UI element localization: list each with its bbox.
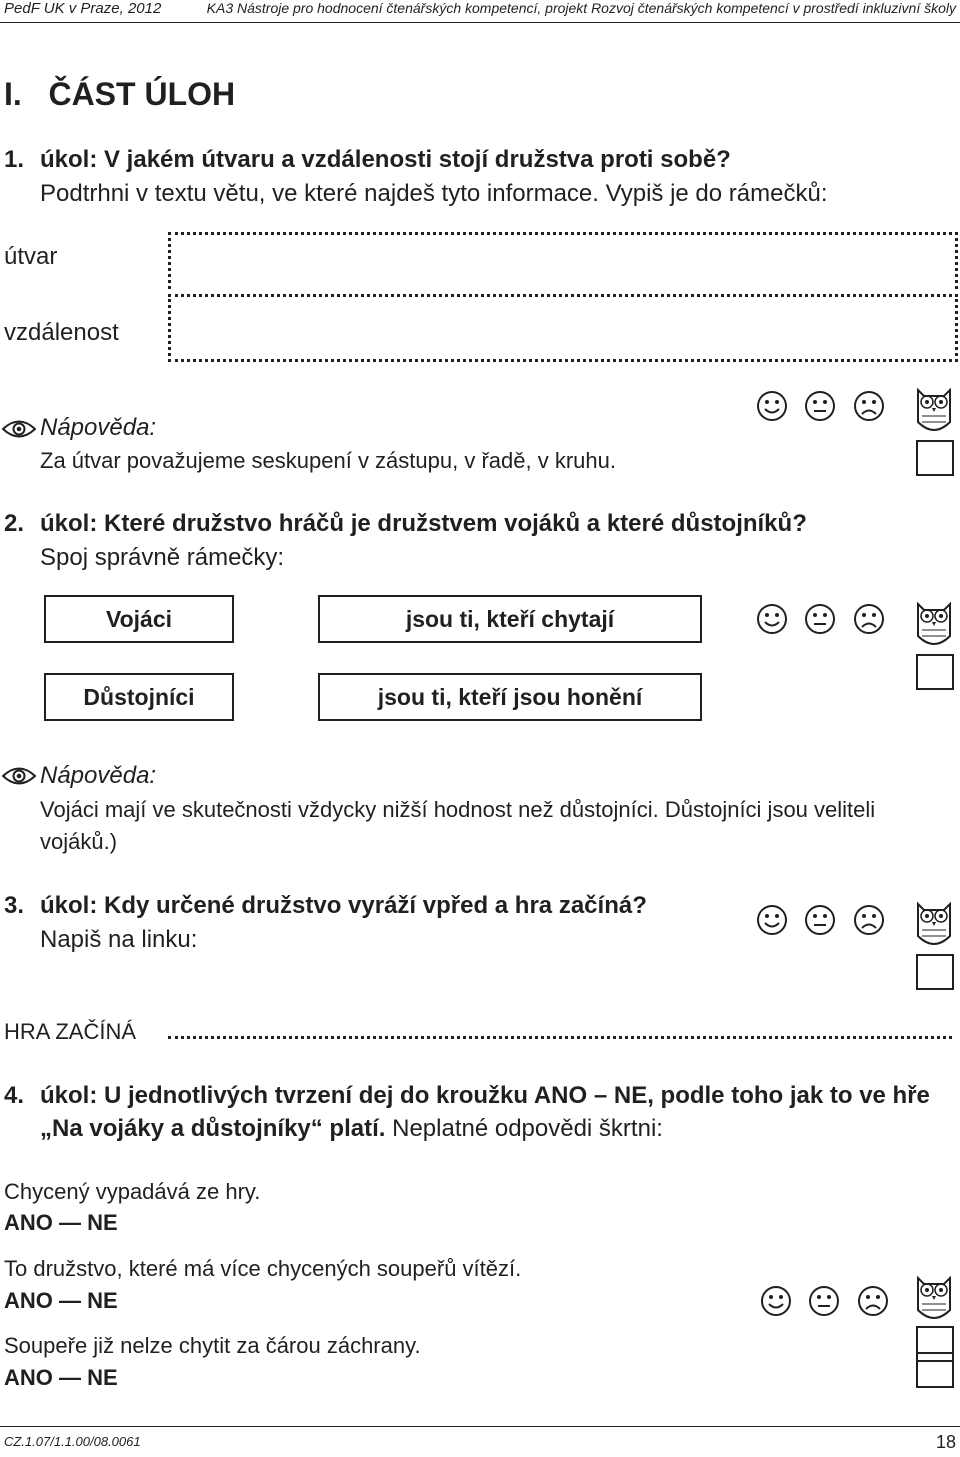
box-soldiers[interactable]: Vojáci (44, 595, 234, 643)
header-left: PedF UK v Praze, 2012 (4, 0, 162, 17)
task2-title: úkol: Které družstvo hráčů je družstvem … (40, 510, 807, 537)
statement-text: Soupeře již nelze chytit za čárou záchra… (4, 1333, 421, 1358)
statement-answer[interactable]: ANO — NE (4, 1210, 118, 1235)
hint1-text: Za útvar považujeme seskupení v zástupu,… (40, 448, 616, 473)
smiley-neutral-icon[interactable] (804, 390, 836, 422)
task2-number: 2. (4, 510, 25, 537)
label-distance: vzdálenost (4, 319, 119, 346)
smiley-neutral-icon[interactable] (808, 1285, 840, 1317)
hint2-label: Nápověda: (40, 762, 157, 789)
smiley-happy-icon[interactable] (756, 603, 788, 635)
header-right: KA3 Nástroje pro hodnocení čtenářských k… (206, 0, 956, 16)
smiley-sad-icon[interactable] (853, 904, 885, 936)
task3-number: 3. (4, 892, 25, 919)
hint2-line1: Vojáci mají ve skutečnosti vždycky nižší… (40, 797, 876, 822)
smiley-happy-icon[interactable] (756, 904, 788, 936)
task1-title: úkol: V jakém útvaru a vzdálenosti stojí… (40, 146, 731, 173)
section-title: I. ČÁST ÚLOH (4, 76, 236, 112)
hint2-line2: vojáků.) (40, 829, 118, 854)
owl-icon (917, 387, 951, 431)
eye-icon (1, 418, 37, 445)
task1-instruction: Podtrhni v textu větu, ve které najdeš t… (40, 180, 828, 207)
task2-instruction: Spoj správně rámečky: (40, 544, 285, 571)
statement-answer[interactable]: ANO — NE (4, 1365, 118, 1390)
label-formation: útvar (4, 243, 58, 270)
task3-answer-line[interactable] (168, 1036, 952, 1039)
evaluation-faces (756, 904, 885, 941)
box-catchers[interactable]: jsou ti, kteří chytají (318, 595, 702, 643)
task4-instruction: Neplatné odpovědi škrtni: (385, 1115, 663, 1142)
task3-prefix: HRA ZAČÍNÁ (4, 1019, 137, 1044)
evaluation-faces (756, 603, 885, 640)
footer-code: CZ.1.07/1.1.00/08.0061 (4, 1434, 141, 1449)
distance-answer-box[interactable] (168, 294, 958, 362)
smiley-neutral-icon[interactable] (804, 904, 836, 936)
evaluation-checkbox[interactable] (916, 1326, 954, 1362)
task3-title: úkol: Kdy určené družstvo vyráží vpřed a… (40, 892, 647, 919)
smiley-happy-icon[interactable] (760, 1285, 792, 1317)
smiley-neutral-icon[interactable] (804, 603, 836, 635)
task3-instruction: Napiš na linku: (40, 926, 198, 953)
hint1-label: Nápověda: (40, 414, 157, 441)
owl-icon (917, 601, 951, 645)
statement-text: Chycený vypadává ze hry. (4, 1179, 261, 1204)
evaluation-checkbox[interactable] (916, 954, 954, 990)
page-number: 18 (935, 1432, 956, 1452)
evaluation-faces (760, 1285, 889, 1322)
evaluation-checkbox[interactable] (916, 1352, 954, 1388)
footer-divider (0, 1426, 960, 1427)
eye-icon (1, 765, 37, 792)
smiley-sad-icon[interactable] (853, 603, 885, 635)
task4-number: 4. (4, 1082, 25, 1109)
evaluation-checkbox[interactable] (916, 440, 954, 476)
task4-title-line1: úkol: U jednotlivých tvrzení dej do krou… (40, 1082, 930, 1109)
smiley-sad-icon[interactable] (857, 1285, 889, 1317)
statement-answer[interactable]: ANO — NE (4, 1288, 118, 1313)
box-officers[interactable]: Důstojníci (44, 673, 234, 721)
task4-title-line2: „Na vojáky a důstojníky“ platí. Neplatné… (40, 1115, 663, 1143)
box-chased[interactable]: jsou ti, kteří jsou honění (318, 673, 702, 721)
header-divider (0, 22, 960, 23)
task1-number: 1. (4, 146, 25, 173)
evaluation-checkbox[interactable] (916, 654, 954, 690)
statement-text: To družstvo, které má více chycených sou… (4, 1256, 522, 1281)
formation-answer-box[interactable] (168, 232, 958, 289)
evaluation-faces (756, 390, 885, 427)
owl-icon (917, 901, 951, 945)
smiley-sad-icon[interactable] (853, 390, 885, 422)
task4-game-name: „Na vojáky a důstojníky“ platí. (40, 1115, 386, 1142)
smiley-happy-icon[interactable] (756, 390, 788, 422)
owl-icon (917, 1275, 951, 1319)
